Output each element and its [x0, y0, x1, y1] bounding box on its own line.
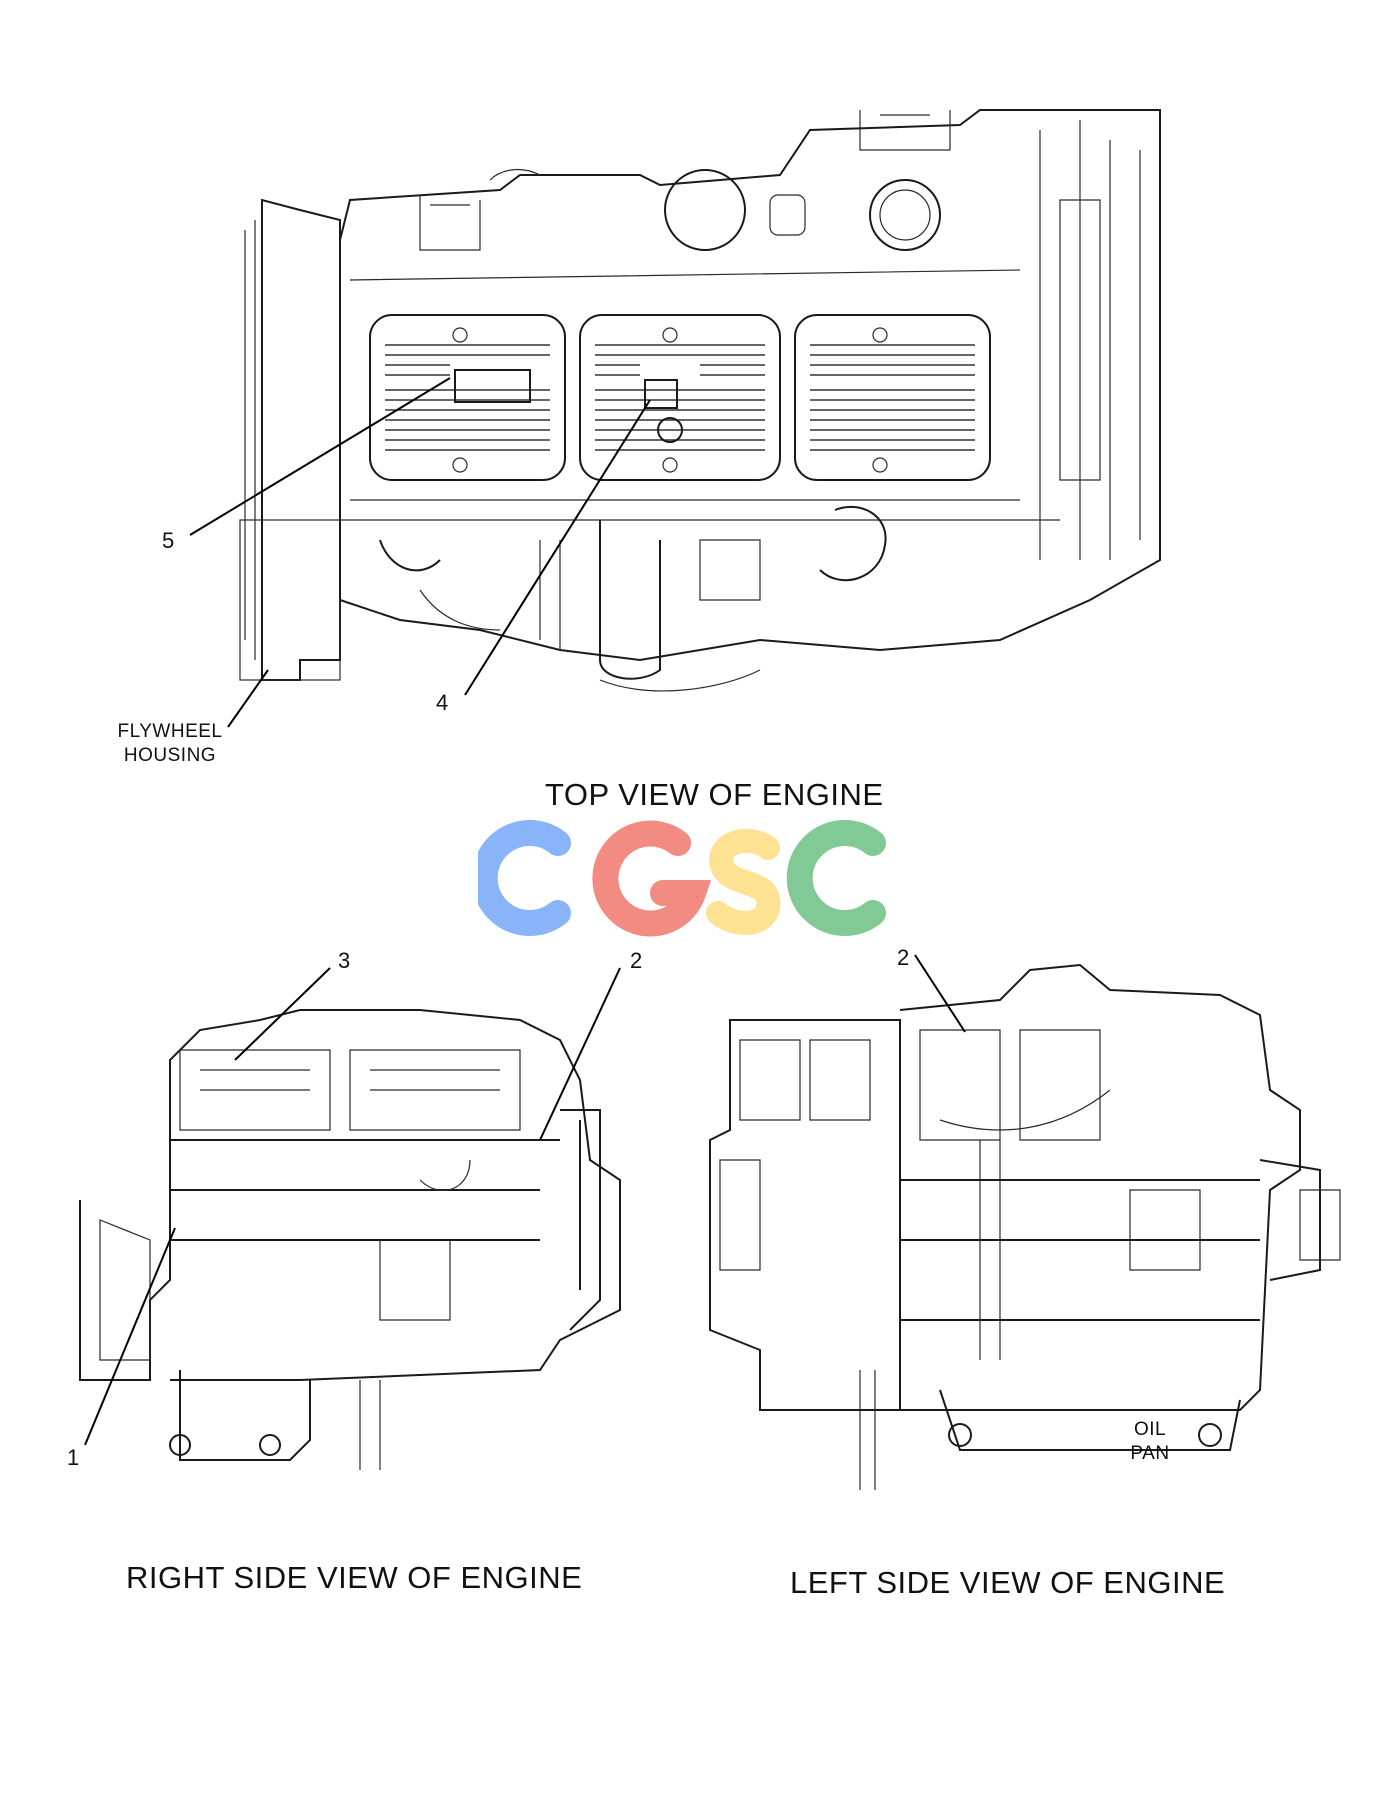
- engine-block-left: [709, 963, 1341, 1411]
- right-side-view-drawing: [79, 967, 621, 1470]
- callout-5: 5: [162, 528, 175, 553]
- callout-2-left: 2: [897, 945, 910, 970]
- callout-4: 4: [436, 690, 449, 715]
- top-components: [419, 110, 951, 251]
- engine-block-top: [339, 109, 1161, 662]
- top-view-title: TOP VIEW OF ENGINE: [545, 777, 884, 812]
- right-leader-lines: [84, 967, 621, 1446]
- cgsc-watermark-logo: [471, 808, 898, 948]
- callout-1: 1: [67, 1445, 80, 1470]
- flywheel-housing-label: FLYWHEEL HOUSING: [100, 720, 240, 769]
- left-leader-lines: [914, 954, 966, 1033]
- callout-2-right: 2: [630, 948, 643, 973]
- top-leader-lines: [189, 377, 651, 728]
- flywheel-housing-line1: FLYWHEEL: [117, 721, 223, 742]
- top-view-drawing: [189, 109, 1161, 728]
- oil-pan-line2: PAN: [1130, 1443, 1170, 1465]
- left-side-view-title: LEFT SIDE VIEW OF ENGINE: [790, 1565, 1226, 1600]
- oil-pan-line1: OIL: [1133, 1419, 1167, 1440]
- oil-pan-label: OIL PAN: [1120, 1418, 1180, 1467]
- lower-components: [379, 505, 887, 692]
- right-side-view-title: RIGHT SIDE VIEW OF ENGINE: [126, 1560, 583, 1595]
- flywheel-housing-line2: HOUSING: [123, 745, 217, 767]
- left-side-view-drawing: [709, 954, 1341, 1490]
- callout-3: 3: [338, 948, 351, 973]
- oil-pan-right: [169, 1370, 381, 1470]
- valve-covers: [369, 314, 991, 481]
- oil-pan-left: [859, 1370, 1241, 1490]
- flywheel-housing: [239, 198, 341, 681]
- engine-block-right: [79, 1009, 621, 1381]
